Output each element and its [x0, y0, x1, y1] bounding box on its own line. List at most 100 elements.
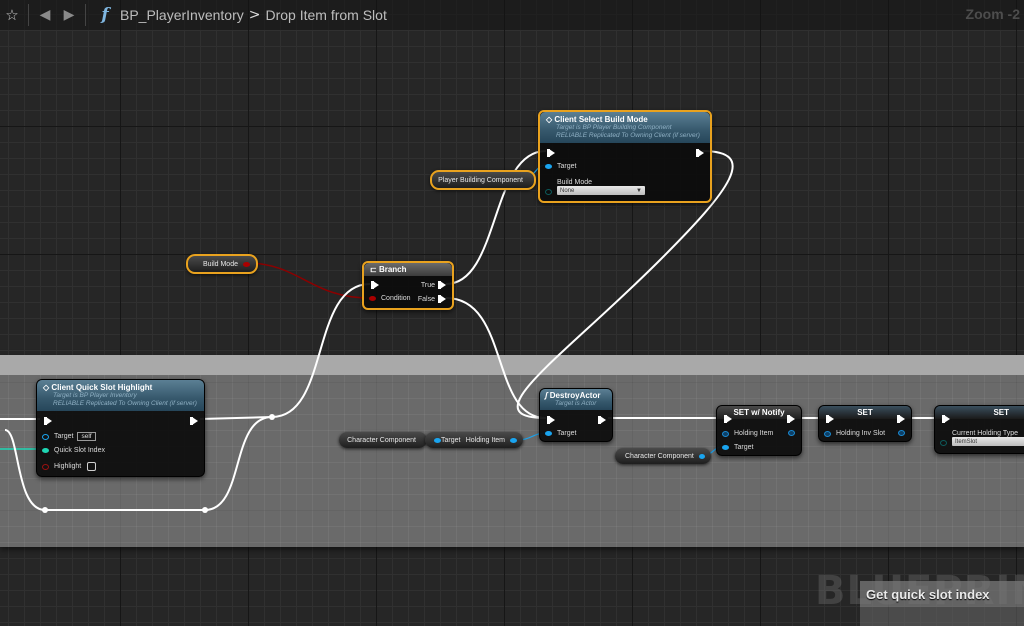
divider	[85, 4, 86, 26]
tooltip: Get quick slot index	[860, 581, 1024, 607]
node-subtitle: Target is Actor	[555, 400, 597, 407]
holding-inv-slot-pin[interactable]	[824, 430, 831, 437]
node-title: Client Select Build Mode	[554, 115, 648, 124]
highlight-checkbox[interactable]	[87, 462, 97, 471]
dropdown-arrow-icon: ▼	[636, 187, 642, 194]
wire-branch-true	[445, 150, 547, 285]
current-holding-type-pin[interactable]	[940, 440, 947, 446]
pin-label: False	[417, 295, 435, 303]
output-pin[interactable]	[898, 430, 905, 436]
node-title: SET	[857, 408, 873, 417]
wire-knot-to-branch	[271, 283, 371, 418]
node-title: SET w/ Notify	[733, 408, 785, 417]
breadcrumb-function[interactable]: Drop Item from Slot	[265, 7, 387, 23]
exec-in-pin[interactable]	[547, 149, 555, 157]
node-client-select-build-mode[interactable]: ◇ Client Select Build Mode Target is BP …	[538, 110, 712, 203]
output-pin[interactable]	[788, 430, 795, 436]
node-set-with-notify[interactable]: SET w/ Notify Holding Item Target	[716, 405, 802, 456]
variable-label: Character Component	[347, 436, 416, 444]
node-client-quick-slot-highlight[interactable]: ◇ Client Quick Slot Highlight Target is …	[36, 379, 205, 477]
node-title: DestroyActor	[549, 391, 601, 400]
true-pin[interactable]	[438, 281, 446, 289]
target-pin[interactable]	[545, 164, 552, 169]
output-pin[interactable]	[698, 453, 705, 459]
breadcrumb-blueprint[interactable]: BP_PlayerInventory	[120, 7, 244, 23]
node-header: SET w/ Notify	[717, 406, 801, 419]
target-self-input[interactable]: self	[77, 432, 96, 441]
build-mode-dropdown[interactable]: None▼	[557, 186, 645, 195]
star-icon[interactable]: ☆	[5, 6, 19, 24]
node-character-component[interactable]: Character Component	[339, 432, 427, 448]
target-pin[interactable]	[545, 431, 552, 436]
arrow-left-icon[interactable]: ◀	[39, 7, 51, 23]
pin-label: Target	[54, 433, 74, 440]
node-header: SET	[935, 406, 1024, 419]
wire-branch-false	[445, 297, 547, 419]
node-subtitle: Target is BP Player Building Component	[556, 124, 672, 131]
arrow-right-icon[interactable]: ▶	[63, 7, 75, 23]
exec-in-pin[interactable]	[942, 415, 950, 423]
pin-label: Quick Slot Index	[54, 447, 105, 454]
quick-slot-index-pin[interactable]	[42, 448, 49, 453]
highlight-pin[interactable]	[42, 463, 49, 470]
node-header: SET	[819, 406, 911, 419]
exec-in-pin[interactable]	[44, 417, 52, 425]
exec-out-pin[interactable]	[897, 415, 905, 423]
pin-label: Target	[557, 430, 577, 437]
target-pin[interactable]	[42, 433, 49, 440]
variable-label: Character Component	[625, 452, 694, 460]
node-character-component[interactable]: Character Component	[615, 448, 711, 464]
reroute-knot[interactable]	[269, 414, 275, 420]
node-destroy-actor[interactable]: ʃ DestroyActor Target is Actor Target	[539, 388, 613, 442]
node-title: SET	[993, 408, 1009, 417]
exec-out-pin[interactable]	[598, 416, 606, 424]
target-pin[interactable]	[434, 437, 441, 443]
node-subtitle: RELIABLE Replicated To Owning Client (if…	[556, 132, 700, 139]
pin-label: Target	[441, 436, 461, 444]
target-pin[interactable]	[722, 445, 729, 450]
node-branch[interactable]: ⊏ Branch True Condition False	[362, 261, 454, 310]
comment-header[interactable]	[0, 355, 1024, 375]
node-get-holding-item[interactable]: Target Holding Item	[425, 432, 523, 448]
wire-exec-reroute-left	[4, 429, 46, 511]
current-holding-type-dropdown[interactable]: ItemSlot	[952, 437, 1024, 446]
zoom-level: Zoom -2	[965, 6, 1020, 22]
pin-label: Build Mode	[557, 179, 593, 186]
event-icon: ◇	[43, 383, 52, 392]
exec-out-pin[interactable]	[190, 417, 198, 425]
output-pin[interactable]	[243, 261, 250, 267]
variable-label: Player Building Component	[438, 176, 523, 184]
reroute-knot[interactable]	[42, 507, 48, 513]
node-set-holding-inv-slot[interactable]: SET Holding Inv Slot	[818, 405, 912, 442]
pin-label: Holding Item	[465, 436, 505, 444]
pin-label: Holding Inv Slot	[836, 430, 886, 437]
condition-pin[interactable]	[369, 296, 376, 301]
tooltip-background	[860, 607, 1024, 626]
node-player-building-component[interactable]: Player Building Component	[430, 170, 536, 190]
node-subtitle: RELIABLE Replicated To Owning Client (if…	[53, 400, 197, 407]
false-pin[interactable]	[438, 295, 446, 303]
function-icon: ʃ	[545, 391, 550, 400]
pin-label: Current Holding Type	[952, 430, 1019, 437]
exec-out-pin[interactable]	[787, 415, 795, 423]
wire-build-mode-out	[516, 150, 734, 419]
exec-in-pin[interactable]	[826, 415, 834, 423]
holding-item-pin[interactable]	[722, 430, 729, 437]
exec-in-pin[interactable]	[547, 416, 555, 424]
exec-in-pin[interactable]	[371, 281, 379, 289]
node-set-current-holding-type[interactable]: SET Current Holding Type ItemSlot	[934, 405, 1024, 454]
pin-label: Holding Item	[734, 430, 774, 437]
pin-label: Highlight	[54, 463, 82, 470]
reroute-knot[interactable]	[202, 507, 208, 513]
pin-label: Condition	[381, 295, 411, 302]
node-subtitle: Target is BP Player Inventory	[53, 392, 137, 399]
wire-exec-reroute-up	[204, 416, 273, 511]
exec-out-pin[interactable]	[696, 149, 704, 157]
divider	[28, 4, 29, 26]
node-build-mode-variable[interactable]: Build Mode	[186, 254, 258, 274]
build-mode-pin[interactable]	[545, 189, 552, 195]
exec-in-pin[interactable]	[724, 415, 732, 423]
event-icon: ◇	[546, 115, 555, 124]
output-pin[interactable]	[510, 437, 517, 443]
